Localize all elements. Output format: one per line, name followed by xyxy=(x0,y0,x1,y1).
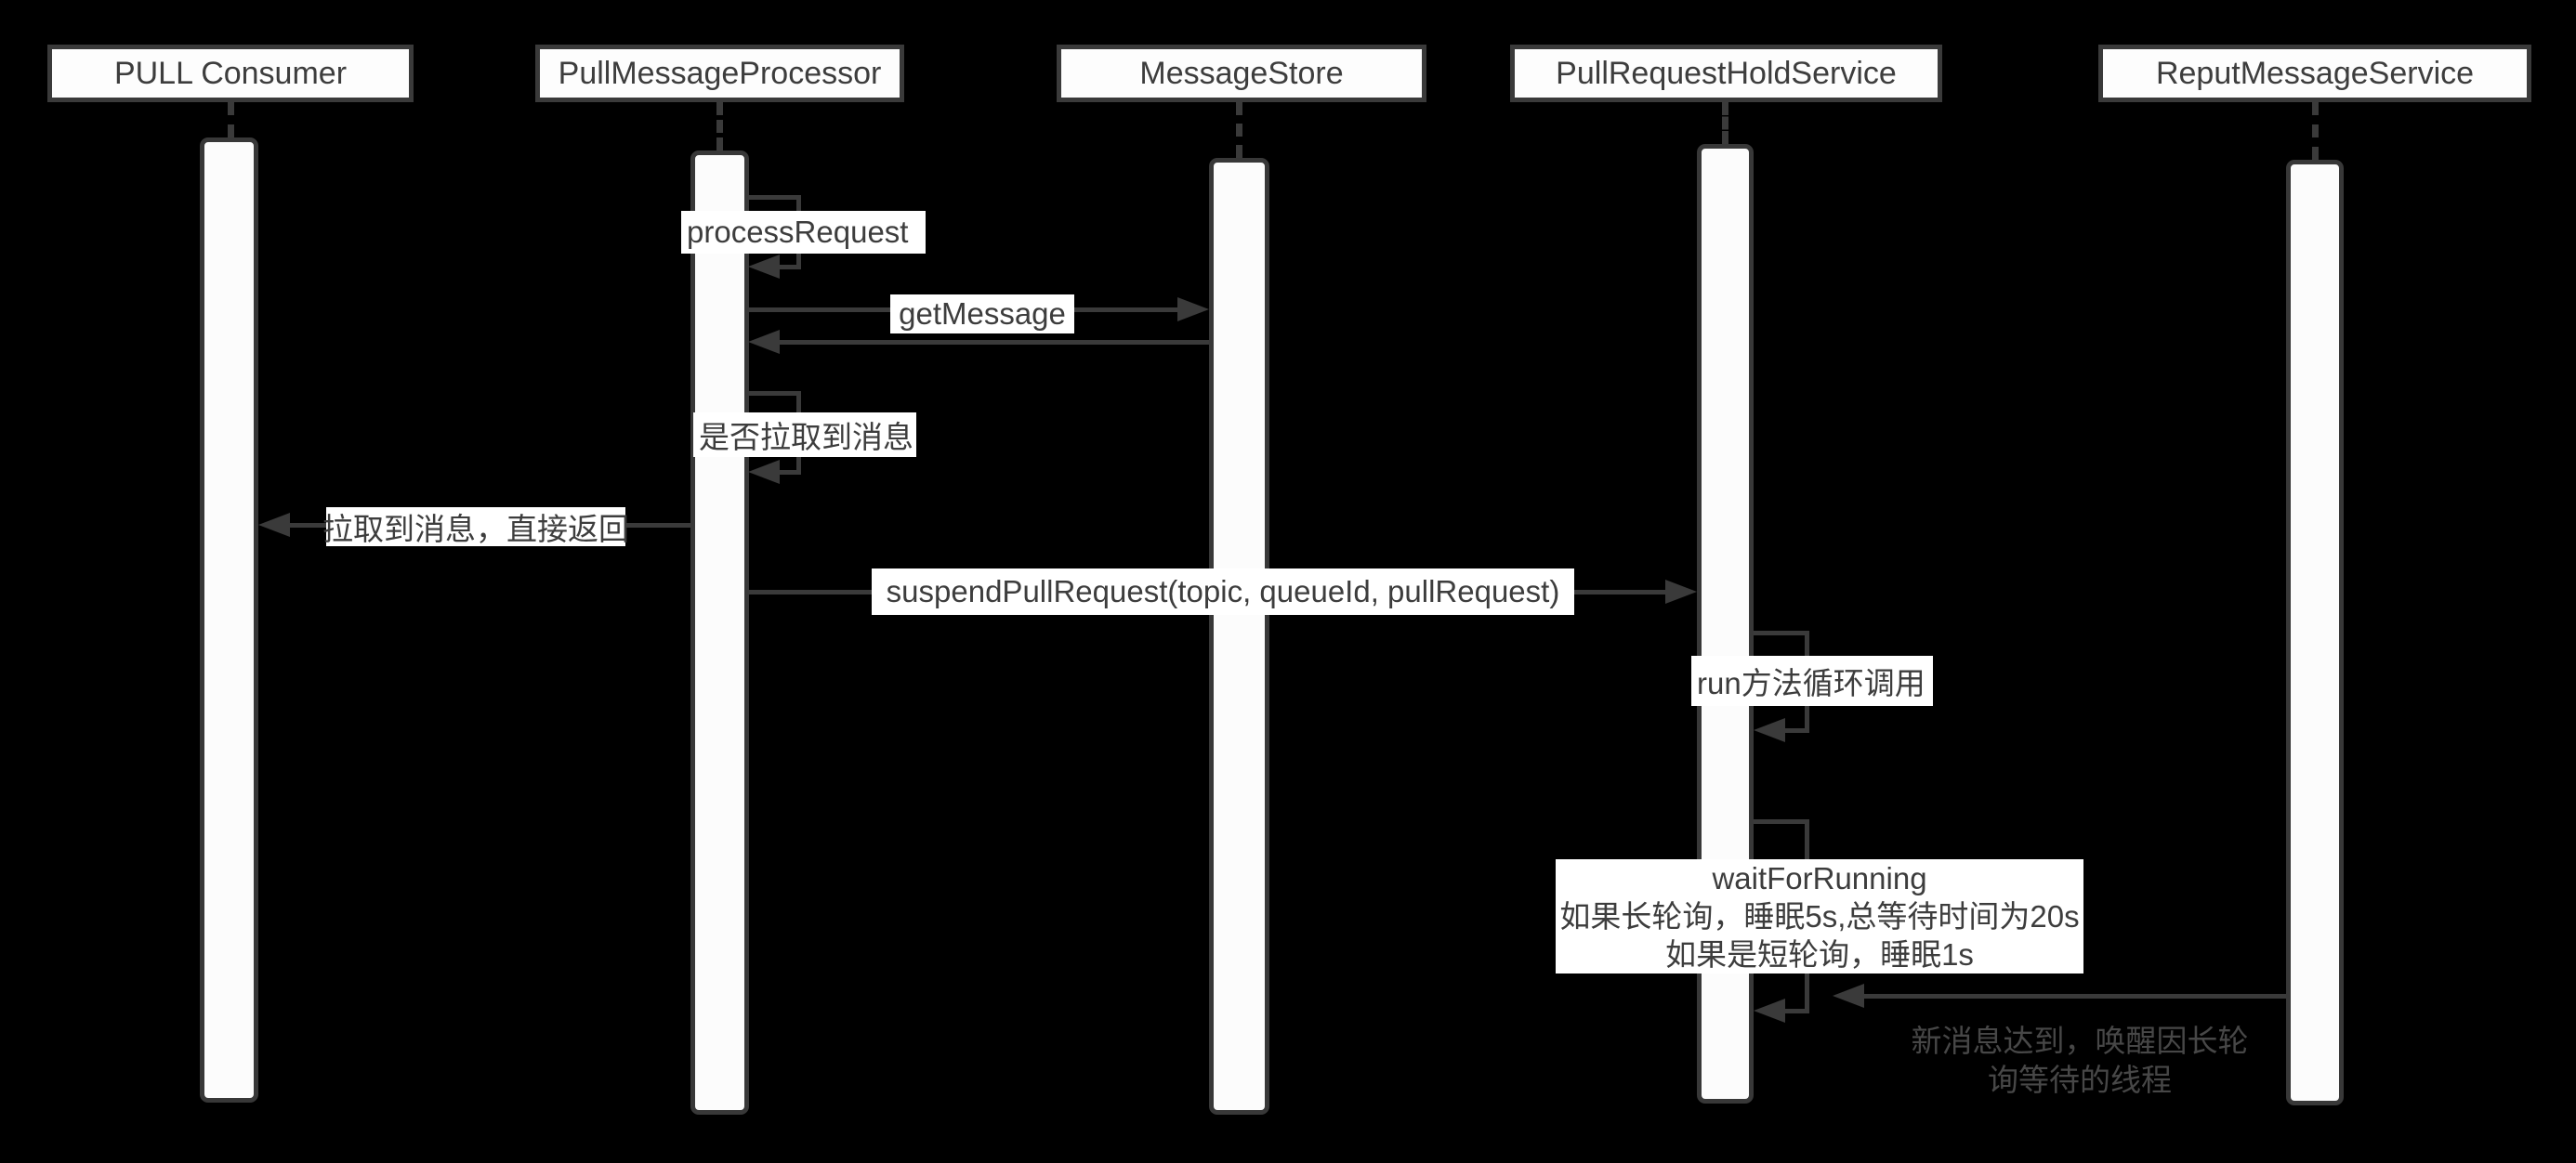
note-new-message-wakeup: 新消息达到，唤醒因长轮 询等待的线程 xyxy=(1911,1024,2249,1097)
participant-box-pull-request-hold-service: PullRequestHoldService xyxy=(1510,45,1942,102)
activation-bar-pull-message-processor xyxy=(690,150,749,1115)
lifeline-pull-consumer xyxy=(228,102,234,137)
arrowhead-left-icon xyxy=(1833,984,1864,1008)
activation-bar-pull-consumer xyxy=(200,137,258,1103)
message-label-suspend-pull-request: suspendPullRequest(topic, queueId, pullR… xyxy=(872,568,1574,615)
arrowhead-right-icon xyxy=(1177,297,1209,321)
activation-bar-reput-message-service xyxy=(2286,160,2344,1105)
message-label-getmessage: getMessage xyxy=(890,294,1074,333)
participant-box-message-store: MessageStore xyxy=(1057,45,1426,102)
participant-label: PullMessageProcessor xyxy=(558,55,882,91)
lifeline-reput-message-service xyxy=(2312,102,2319,160)
lifeline-pull-message-processor xyxy=(716,102,723,150)
message-label-wait-for-running: waitForRunning 如果长轮询，睡眠5s,总等待时间为20s 如果是短… xyxy=(1556,859,2083,974)
participant-label: MessageStore xyxy=(1139,55,1344,91)
lifeline-message-store xyxy=(1236,102,1242,158)
participant-label: ReputMessageService xyxy=(2155,55,2475,91)
participant-box-pull-consumer: PULL Consumer xyxy=(47,45,414,102)
arrowhead-left-icon xyxy=(1754,999,1785,1023)
arrowhead-left-icon xyxy=(258,513,290,537)
participant-label: PullRequestHoldService xyxy=(1556,55,1897,91)
arrowhead-right-icon xyxy=(1665,580,1697,604)
message-label-processrequest: processRequest xyxy=(681,211,926,254)
lifeline-pull-request-hold-service xyxy=(1722,102,1728,144)
message-label-check-pulled: 是否拉取到消息 xyxy=(693,412,916,457)
participant-label: PULL Consumer xyxy=(113,55,348,91)
message-label-run-loop: run方法循环调用 xyxy=(1691,656,1933,706)
arrowhead-left-icon xyxy=(748,460,780,484)
participant-box-pull-message-processor: PullMessageProcessor xyxy=(535,45,904,102)
activation-bar-message-store xyxy=(1209,158,1269,1115)
participant-box-reput-message-service: ReputMessageService xyxy=(2098,45,2531,102)
arrowhead-left-icon xyxy=(748,330,780,354)
arrowhead-left-icon xyxy=(748,255,780,279)
arrowhead-left-icon xyxy=(1754,718,1785,742)
message-label-return-to-consumer: 拉取到消息，直接返回 xyxy=(322,507,629,546)
